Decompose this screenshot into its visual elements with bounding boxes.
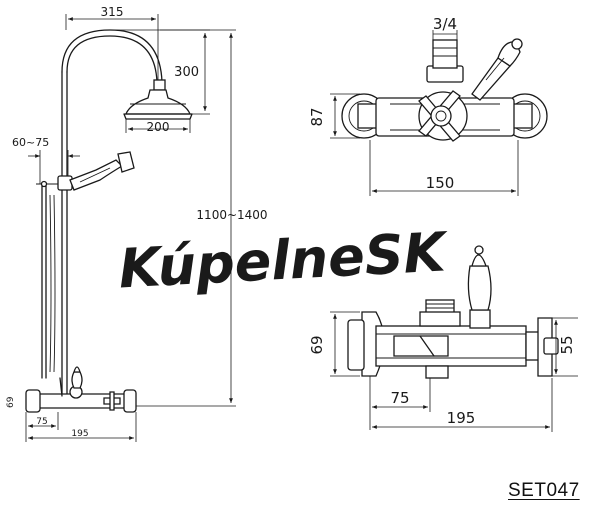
valve-front-view (341, 38, 548, 142)
label-width-small: 195 (71, 429, 88, 439)
label-total-height: 1100~1400 (196, 208, 267, 222)
model-code: SET047 (508, 480, 580, 501)
label-body-height: 87 (308, 107, 326, 126)
label-arm-drop: 300 (174, 65, 199, 80)
label-side-width: 195 (447, 409, 476, 427)
dim-hand-spray: 60~75 (12, 136, 80, 184)
label-side-height: 69 (308, 335, 326, 354)
label-hand-spray: 60~75 (12, 136, 49, 149)
dim-arm-reach: 315 (65, 5, 159, 80)
label-head-diameter: 200 (147, 120, 170, 134)
label-arm-reach: 315 (101, 5, 124, 19)
label-valve-height-small: 69 (6, 396, 16, 408)
dim-head-diameter: 200 (125, 119, 191, 134)
label-side-offset: 75 (390, 389, 409, 407)
dim-side-width: 195 (372, 378, 553, 432)
dim-side-height: 69 (308, 311, 360, 377)
label-side-depth: 55 (558, 335, 576, 354)
dim-total-height: 1100~1400 (136, 29, 268, 407)
dim-side-depth: 55 (544, 317, 578, 377)
label-inlet-centres: 150 (426, 174, 455, 192)
dim-inlet-thread: 3/4 (432, 15, 458, 40)
dim-inlet-centres: 150 (369, 140, 519, 196)
dim-valve-small: 69 75 195 (6, 396, 137, 442)
label-offset-small: 75 (36, 417, 47, 427)
dim-body-height: 87 (308, 93, 360, 139)
dim-side-offset: 75 (369, 376, 431, 430)
valve-side-view (347, 245, 559, 379)
watermark: KúpelneSK (117, 220, 451, 300)
label-inlet-thread: 3/4 (433, 15, 457, 33)
shower-set-elevation (25, 29, 193, 413)
